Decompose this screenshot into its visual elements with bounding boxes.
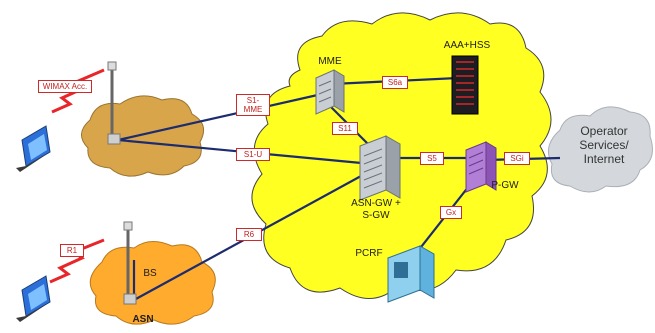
wimax-access-label: WIMAX Acc. [38,80,92,93]
gx-label: Gx [440,206,462,219]
r6-label: R6 [236,228,262,241]
mme-label: MME [318,56,342,67]
mme-server-icon [315,69,345,115]
aaa-hss-label: AAA+HSS [443,40,491,51]
asn-gw-label: ASN-GW + S-GW [351,198,401,221]
pgw-label: P-GW [491,180,519,191]
sgi-label: SGi [504,152,530,165]
pcrf-label: PCRF [355,248,383,259]
access-cloud [81,95,205,177]
antenna-mast-icon [123,221,137,305]
asn-cloud [89,241,216,325]
asn-gw-server-icon [359,135,401,201]
pcrf-server-icon [387,245,435,303]
pgw-server-icon [465,141,497,193]
s1-u-label: S1-U [236,148,270,161]
s6a-label: S6a [382,76,408,89]
laptop-icon [16,275,51,322]
operator-cloud [547,106,653,193]
antenna-mast-icon [107,61,121,145]
s11-label: S11 [332,122,358,135]
operator-label: Operator Services/ Internet [579,124,629,166]
r1-label: R1 [60,244,84,257]
laptop-icon [16,125,51,172]
s5-label: S5 [420,152,444,165]
asn-label: ASN [132,314,154,325]
bs-label: BS [143,268,157,279]
rack-icon [451,55,479,115]
s1-mme-label: S1- MME [236,94,270,116]
link-s1-mme [117,92,323,142]
